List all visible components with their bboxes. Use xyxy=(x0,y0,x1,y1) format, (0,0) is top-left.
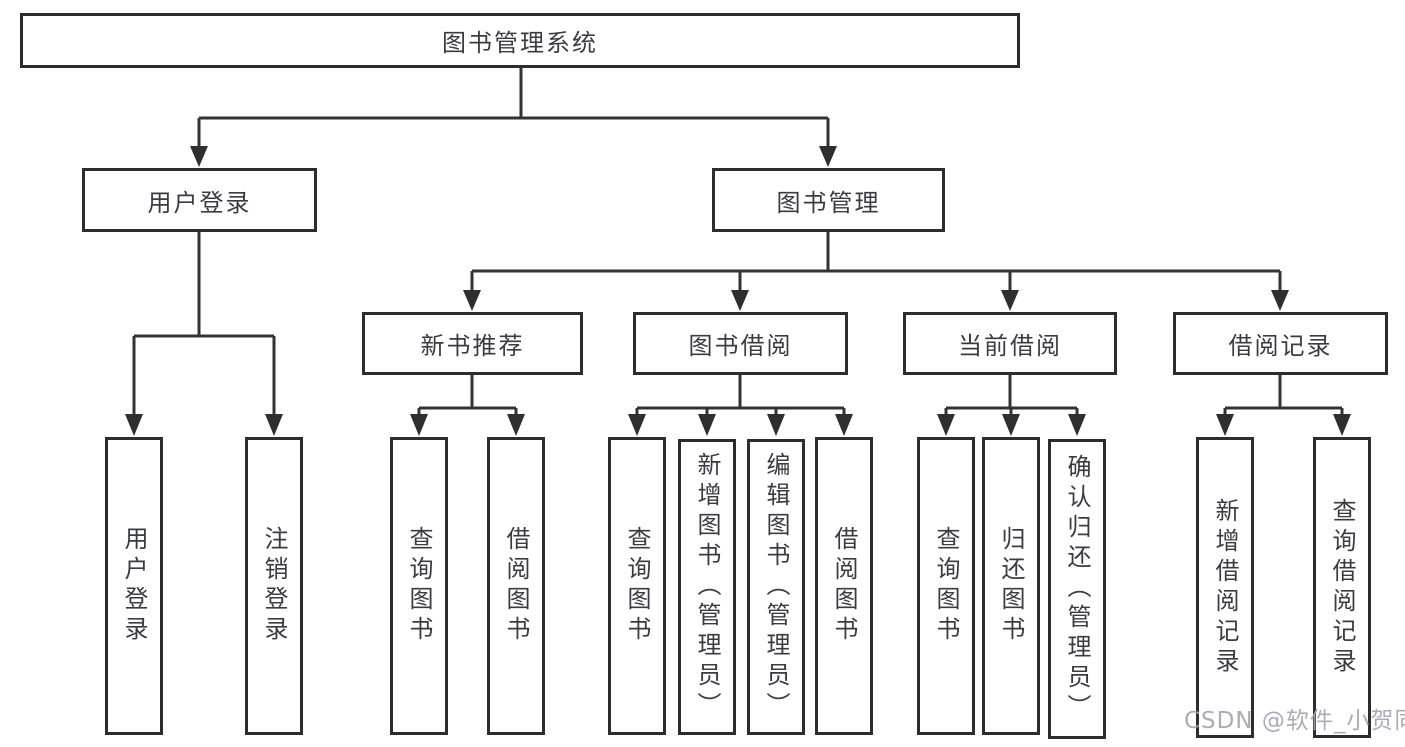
connector-root-to-branches xyxy=(190,68,837,167)
node-book-borrow: 图书借阅 xyxy=(633,312,848,375)
connector-user-login-to-leaves xyxy=(125,232,283,436)
node-user-login: 用户登录 xyxy=(82,168,317,232)
leaf-query-books-borrow: 查询图书 xyxy=(608,437,666,735)
leaf-user-login: 用户登录 xyxy=(105,437,163,735)
node-root: 图书管理系统 xyxy=(20,13,1020,68)
connector-book-borrow-to-leaves xyxy=(628,375,853,436)
node-book-management: 图书管理 xyxy=(712,168,945,232)
connector-new-book-to-leaves xyxy=(410,375,525,436)
leaf-confirm-return-admin: 确认归还（管理员） xyxy=(1048,439,1106,739)
leaf-add-borrow-record: 新增借阅记录 xyxy=(1196,437,1254,738)
leaf-query-books-current: 查询图书 xyxy=(917,437,975,735)
connector-borrow-records-to-leaves xyxy=(1216,375,1351,436)
leaf-add-book-admin: 新增图书（管理员） xyxy=(678,439,736,735)
leaf-query-borrow-record: 查询借阅记录 xyxy=(1313,437,1371,738)
node-current-borrow: 当前借阅 xyxy=(903,312,1117,375)
leaf-query-books-recommend: 查询图书 xyxy=(390,437,448,735)
leaf-return-book: 归还图书 xyxy=(982,437,1040,735)
connector-book-management-to-sections xyxy=(463,232,1289,311)
leaf-borrow-books: 借阅图书 xyxy=(815,437,873,735)
csdn-watermark: CSDN @软件_小贺同学 xyxy=(1184,708,1405,734)
connector-current-borrow-to-leaves xyxy=(937,375,1086,436)
leaf-borrow-books-recommend: 借阅图书 xyxy=(487,437,545,735)
leaf-edit-book-admin: 编辑图书（管理员） xyxy=(747,439,805,735)
node-borrow-records: 借阅记录 xyxy=(1173,312,1388,375)
node-new-book-recommend: 新书推荐 xyxy=(362,312,583,375)
leaf-logout: 注销登录 xyxy=(245,437,303,735)
